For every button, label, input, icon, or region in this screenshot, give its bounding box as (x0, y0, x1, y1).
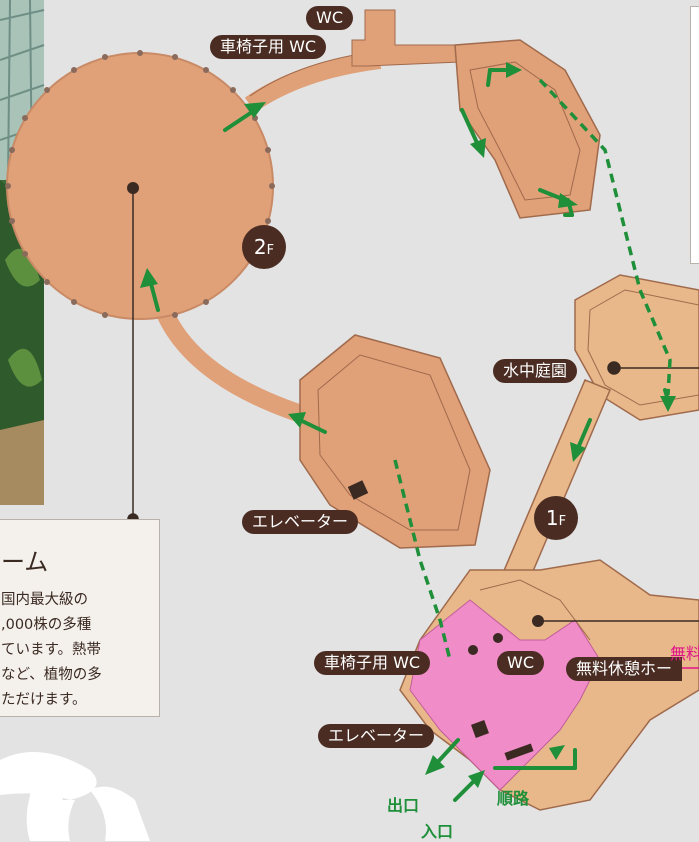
wheelchair-wc-top-label: 車椅子用 WC (210, 35, 327, 59)
info-box: ーム 国内最大級の ,000株の多種 ています。熱帯 など、植物の多 ただけます… (0, 519, 160, 717)
underwater-garden-label: 水中庭園 (493, 359, 578, 383)
wc-top-label: WC (306, 6, 353, 30)
floor-1f-badge: 1F (534, 496, 578, 540)
route-dashed (393, 78, 672, 661)
wc-connector (351, 9, 461, 67)
info-body: 国内最大級の ,000株の多種 ています。熱帯 など、植物の多 ただけます。 (1, 592, 102, 708)
elevator-1f-label: エレベーター (318, 724, 435, 748)
floor-2f-badge: 2F (242, 225, 286, 269)
wheelchair-wc-1f-label: 車椅子用 WC (314, 651, 431, 675)
building-1f (399, 274, 699, 811)
building-2f-upper (454, 39, 601, 219)
dome-2f (5, 50, 275, 320)
plant-silhouette (0, 752, 150, 841)
free-pink-text: 無料 (670, 644, 699, 663)
route-arrows (140, 62, 676, 802)
route-label: 順路 (497, 789, 530, 808)
exit-label: 出口 (387, 796, 420, 815)
elevator-2f-label: エレベーター (242, 510, 359, 534)
right-info-panel (690, 6, 699, 264)
wc-1f-label: WC (497, 651, 544, 675)
free-rest-hall-label: 無料休憩ホー (566, 657, 683, 681)
building-2f-lower (299, 334, 491, 549)
info-title: ーム (1, 548, 49, 576)
entrance-label: 入口 (421, 822, 454, 841)
